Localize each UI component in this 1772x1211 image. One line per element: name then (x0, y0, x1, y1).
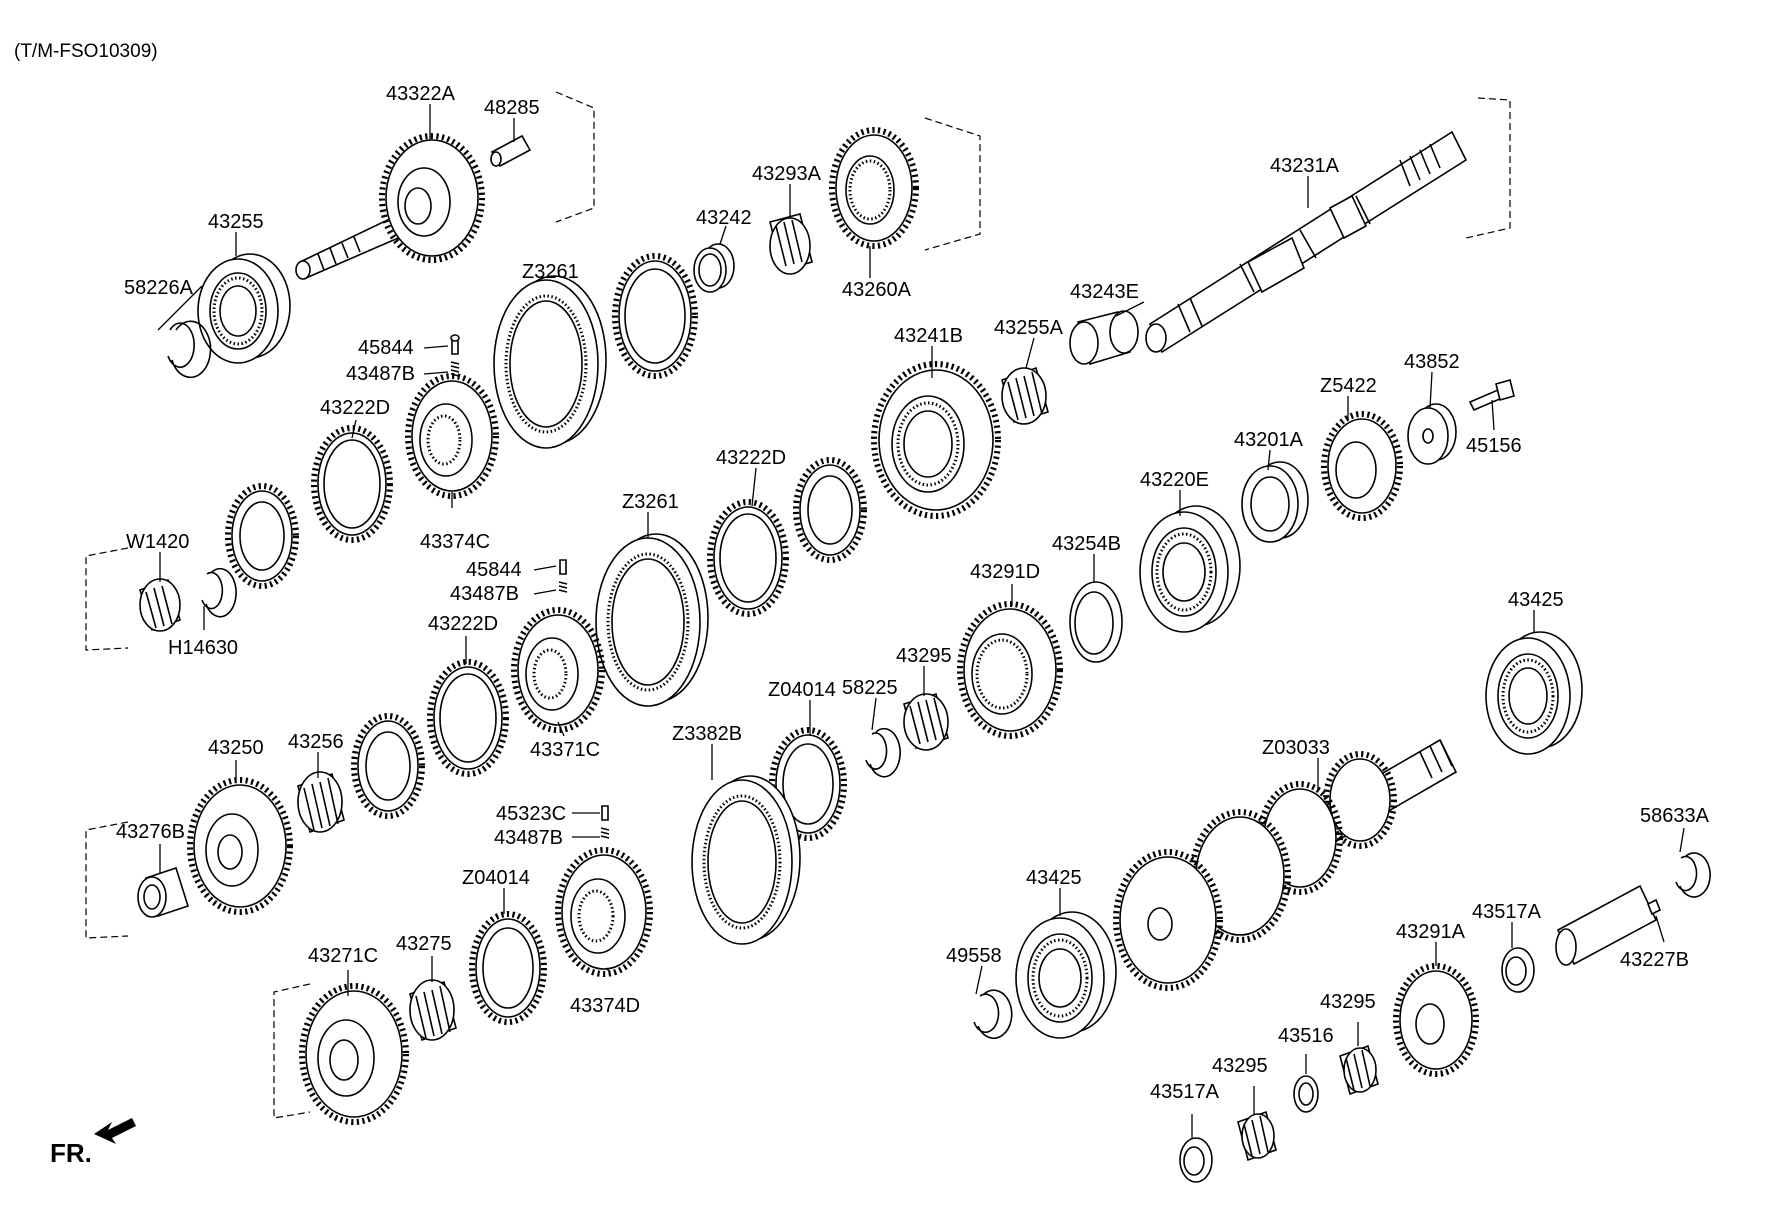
part-label: 43291D (970, 561, 1040, 583)
part-label: Z03033 (1262, 737, 1330, 759)
part-label: 43222D (716, 447, 786, 469)
part-label: 43425 (1508, 589, 1564, 611)
part-label: 43295 (1320, 991, 1376, 1013)
part-label: 43231A (1270, 155, 1340, 177)
part-label: 43374C (420, 531, 490, 553)
output-shaft-group (871, 130, 1468, 519)
part-label: 43487B (494, 827, 563, 849)
part-label: 43260A (842, 279, 912, 301)
part-label: 43222D (320, 397, 390, 419)
center-synchro-group (351, 457, 867, 945)
part-label: 45844 (358, 337, 414, 359)
part-label: 43425 (1026, 867, 1082, 889)
part-label: 43322A (386, 83, 456, 105)
part-label: 43250 (208, 737, 264, 759)
part-label: 58633A (1640, 805, 1710, 827)
part-label: 43255 (208, 211, 264, 233)
part-label: 43256 (288, 731, 344, 753)
part-label: 43222D (428, 613, 498, 635)
front-direction-label: FR. (50, 1138, 92, 1168)
part-label: 43517A (1150, 1081, 1220, 1103)
middle-left-synchro (139, 334, 499, 632)
part-label: Z3261 (522, 261, 579, 283)
lower-left-gears (137, 771, 345, 918)
part-label: 43516 (1278, 1025, 1334, 1047)
part-label: 43374D (570, 995, 640, 1017)
part-label: 43241B (894, 325, 963, 347)
part-label: 43295 (896, 645, 952, 667)
reverse-idler-group (1179, 852, 1711, 1183)
bottom-left-gears (299, 805, 653, 1125)
part-label: Z3261 (622, 491, 679, 513)
part-label: 48285 (484, 97, 540, 119)
part-label: 43295 (1212, 1055, 1268, 1077)
part-label: 43227B (1620, 949, 1689, 971)
part-label: 43487B (450, 583, 519, 605)
part-label: 43293A (752, 163, 822, 185)
part-label: 43852 (1404, 351, 1460, 373)
part-label: Z04014 (462, 867, 530, 889)
part-label: 43291A (1396, 921, 1466, 943)
part-label: 43242 (696, 207, 752, 229)
part-labels: 43322A 48285 43255 58226A 43293A 43242 4… (116, 83, 1710, 1103)
part-label: 43254B (1052, 533, 1121, 555)
part-label: 43487B (346, 363, 415, 385)
part-label: 43201A (1234, 429, 1304, 451)
part-label: 49558 (946, 945, 1002, 967)
part-label: 45323C (496, 803, 566, 825)
part-label: 58225 (842, 677, 898, 699)
front-direction-arrow-icon (94, 1118, 136, 1144)
upper-synchro-group (493, 127, 919, 449)
counter-shaft-group (973, 631, 1583, 1039)
part-label: Z04014 (768, 679, 836, 701)
part-label: 43255A (994, 317, 1064, 339)
part-label: 45844 (466, 559, 522, 581)
group-brackets (85, 91, 1511, 1119)
part-label: 43275 (396, 933, 452, 955)
part-label: 43271C (308, 945, 378, 967)
part-label: W1420 (126, 531, 189, 553)
part-label: Z3382B (672, 723, 742, 745)
right-upper-cluster (865, 379, 1515, 778)
part-label: 43371C (530, 739, 600, 761)
part-label: 58226A (124, 277, 194, 299)
diagram-code: (T/M-FSO10309) (14, 41, 158, 62)
part-label: Z5422 (1320, 375, 1377, 397)
leader-lines (157, 104, 1685, 1138)
part-label: H14630 (168, 637, 238, 659)
input-shaft-group (167, 133, 532, 379)
part-label: 43517A (1472, 901, 1542, 923)
part-label: 43220E (1140, 469, 1209, 491)
part-label: 43276B (116, 821, 185, 843)
part-label: 45156 (1466, 435, 1522, 457)
part-label: 43243E (1070, 281, 1139, 303)
